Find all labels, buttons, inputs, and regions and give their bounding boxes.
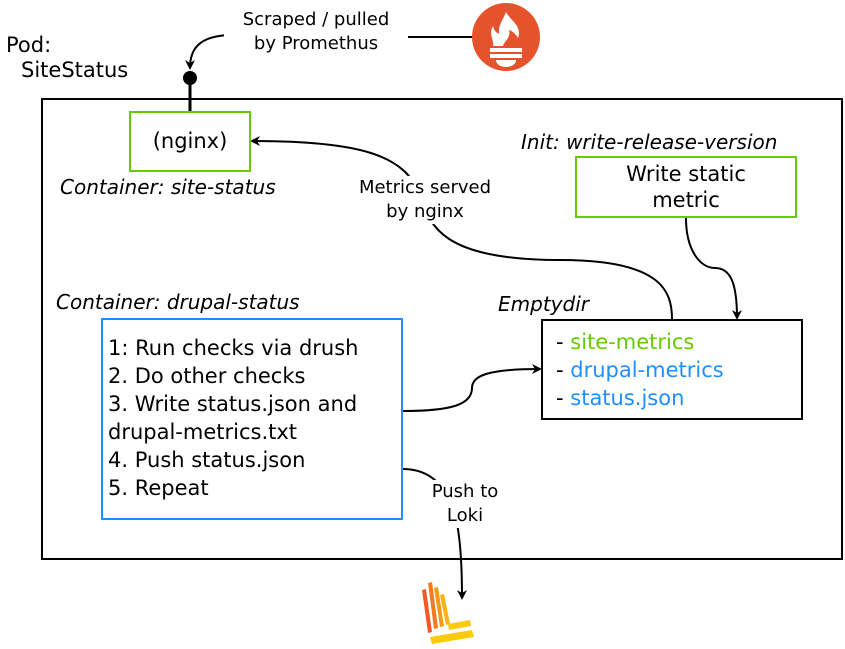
edge-label-prometheus-line2: by Promethus xyxy=(253,33,379,54)
emptydir-item: - status.json xyxy=(556,384,801,412)
nginx-container-node[interactable]: (nginx) xyxy=(129,111,251,172)
loki-logo-icon xyxy=(422,582,474,644)
pod-boundary xyxy=(41,98,843,560)
drupal-step: 4. Push status.json xyxy=(108,448,306,472)
emptydir-item: - site-metrics xyxy=(556,328,801,356)
drupal-step: 1: Run checks via drush xyxy=(108,336,359,360)
edge-label-loki-line1: Push to xyxy=(431,481,499,502)
emptydir-caption: Emptydir xyxy=(498,292,589,316)
edge-label-metrics: Metrics served by nginx xyxy=(340,176,510,224)
emptydir-item-status-json: status.json xyxy=(570,386,685,410)
drupal-step: 2. Do other checks xyxy=(108,364,306,388)
edge-label-metrics-line1: Metrics served xyxy=(358,177,492,198)
emptydir-item-prefix: - xyxy=(556,358,571,382)
edge-label-loki: Push to Loki xyxy=(418,480,512,528)
edge-label-prometheus: Scraped / pulled by Promethus xyxy=(224,8,408,56)
pod-label-line2: SiteStatus xyxy=(21,58,129,82)
nginx-container-caption: Container: site-status xyxy=(60,175,276,199)
emptydir-item-drupal-metrics: drupal-metrics xyxy=(570,358,724,382)
edge-metrics-served xyxy=(250,136,673,320)
drupal-steps-list: 1: Run checks via drush 2. Do other chec… xyxy=(105,334,401,502)
nginx-port xyxy=(183,71,197,85)
edge-label-prometheus-line1: Scraped / pulled xyxy=(242,9,390,30)
emptydir-node[interactable]: - site-metrics - drupal-metrics - status… xyxy=(541,319,803,420)
init-container-caption: Init: write-release-version xyxy=(521,130,778,154)
emptydir-item-prefix: - xyxy=(556,330,571,354)
prometheus-logo-icon xyxy=(472,3,540,71)
init-container-node[interactable]: Write static metric xyxy=(575,156,797,218)
init-label-line2: metric xyxy=(652,188,720,212)
edge-label-metrics-line2: by nginx xyxy=(386,201,464,222)
emptydir-item: - drupal-metrics xyxy=(556,356,801,384)
nginx-label: (nginx) xyxy=(152,129,228,153)
edge-label-loki-line2: Loki xyxy=(446,505,484,526)
edge-init-emptydir xyxy=(685,217,742,320)
init-label-line1: Write static xyxy=(626,162,746,186)
emptydir-item-site-metrics: site-metrics xyxy=(570,330,695,354)
drupal-step-continued: drupal-metrics.txt xyxy=(108,420,298,444)
pod-label: Pod: SiteStatus xyxy=(6,33,128,83)
drupal-step: 3. Write status.json and xyxy=(108,392,358,416)
drupal-container-caption: Container: drupal-status xyxy=(56,290,300,314)
edge-drupal-emptydir xyxy=(402,364,542,412)
drupal-step: 5. Repeat xyxy=(108,476,209,500)
drupal-container-node[interactable]: 1: Run checks via drush 2. Do other chec… xyxy=(101,318,403,520)
pod-label-line1: Pod: xyxy=(6,33,52,57)
emptydir-item-prefix: - xyxy=(556,386,571,410)
